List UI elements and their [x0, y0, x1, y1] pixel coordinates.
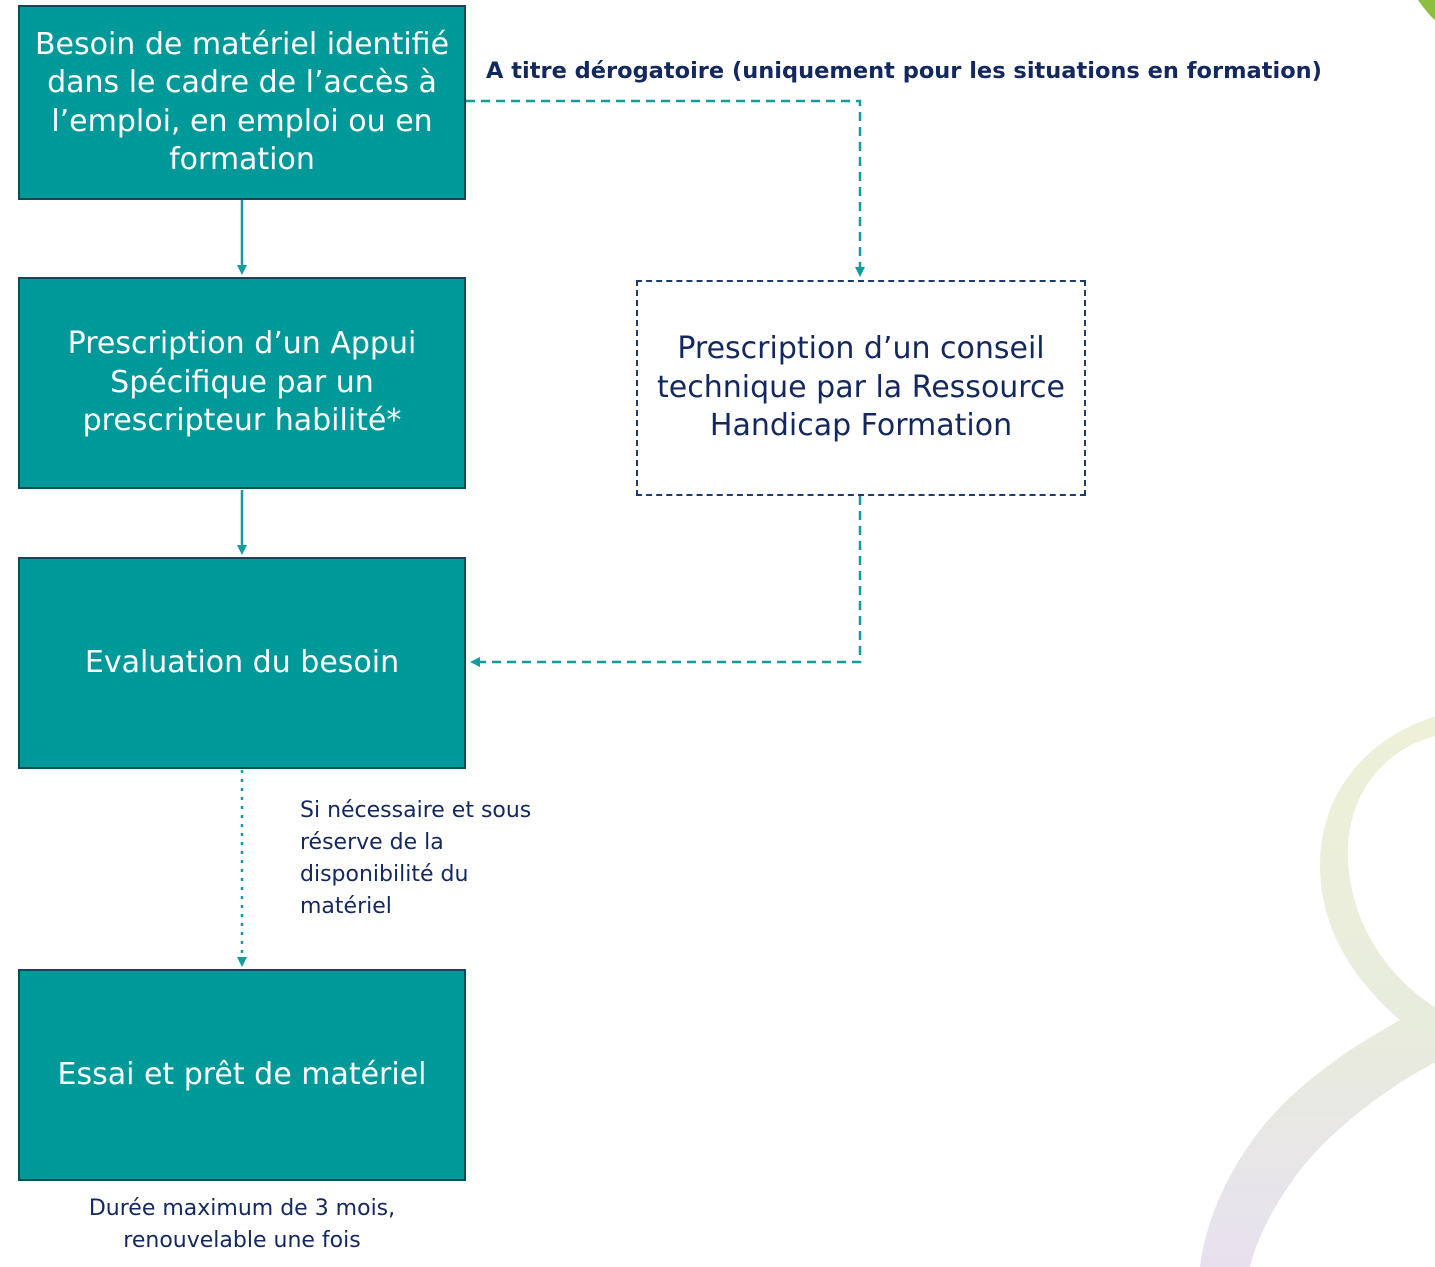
node-besoin: Besoin de matériel identifié dans le cad…: [18, 5, 466, 200]
node-evaluation: Evaluation du besoin: [18, 557, 466, 769]
arrow-conseil-to-evaluation: [470, 496, 862, 667]
node-essai-text: Essai et prêt de matériel: [57, 1056, 427, 1092]
logo-corner-mark: [1418, 0, 1435, 20]
node-besoin-text: Besoin de matériel identifié dans le cad…: [34, 26, 450, 177]
node-conseil-technique: Prescription d’un conseil technique par …: [636, 280, 1086, 496]
node-essai: Essai et prêt de matériel: [18, 969, 466, 1181]
duree-label: Durée maximum de 3 mois, renouvelable un…: [88, 1196, 396, 1253]
arrow-besoin-to-conseil: [466, 99, 865, 277]
condition-label: Si nécessaire et sous réserve de la disp…: [300, 798, 532, 919]
node-prescription-appui-text: Prescription d’un Appui Spécifique par u…: [67, 326, 417, 439]
derogation-label: A titre dérogatoire (uniquement pour les…: [486, 58, 1322, 84]
node-conseil-technique-text: Prescription d’un conseil technique par …: [657, 331, 1065, 444]
node-prescription-appui: Prescription d’un Appui Spécifique par u…: [18, 277, 466, 489]
node-evaluation-text: Evaluation du besoin: [84, 644, 400, 680]
